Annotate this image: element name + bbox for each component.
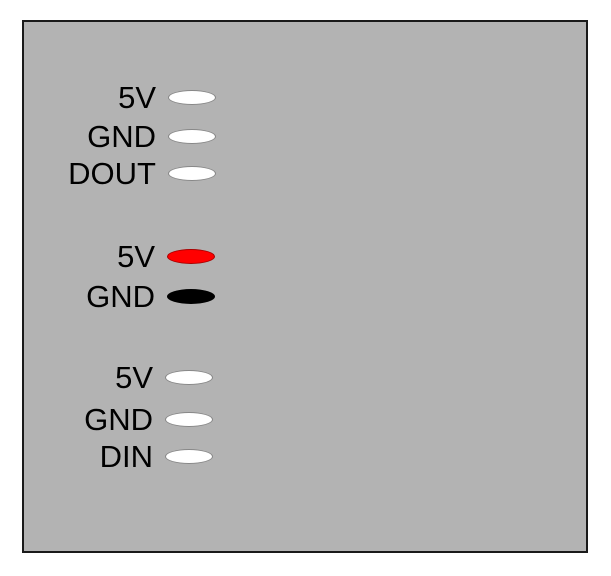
pin-label: 5V	[115, 360, 153, 395]
pin-row-output-gnd: GND	[24, 121, 216, 153]
pin-label: GND	[86, 279, 155, 314]
pin-label: 5V	[118, 80, 156, 115]
solder-pad	[165, 412, 213, 427]
pin-label: GND	[87, 119, 156, 154]
pin-label: DIN	[99, 439, 153, 474]
pcb-board: 5V GND DOUT 5V GND 5V GND DIN	[22, 20, 588, 553]
pin-label: 5V	[117, 239, 155, 274]
pin-row-power-gnd: GND	[24, 281, 215, 313]
solder-pad	[168, 166, 216, 181]
pin-row-input-din: DIN	[24, 441, 213, 473]
pin-label: DOUT	[68, 156, 156, 191]
pin-row-input-5v: 5V	[24, 362, 213, 394]
solder-pad	[165, 449, 213, 464]
pin-row-output-dout: DOUT	[24, 158, 216, 190]
pin-row-output-5v: 5V	[24, 82, 216, 114]
pin-row-power-5v: 5V	[24, 241, 215, 273]
solder-pad	[168, 129, 216, 144]
pin-label: GND	[84, 402, 153, 437]
solder-pad	[167, 289, 215, 304]
pin-row-input-gnd: GND	[24, 404, 213, 436]
solder-pad	[167, 249, 215, 264]
solder-pad	[165, 370, 213, 385]
solder-pad	[168, 90, 216, 105]
